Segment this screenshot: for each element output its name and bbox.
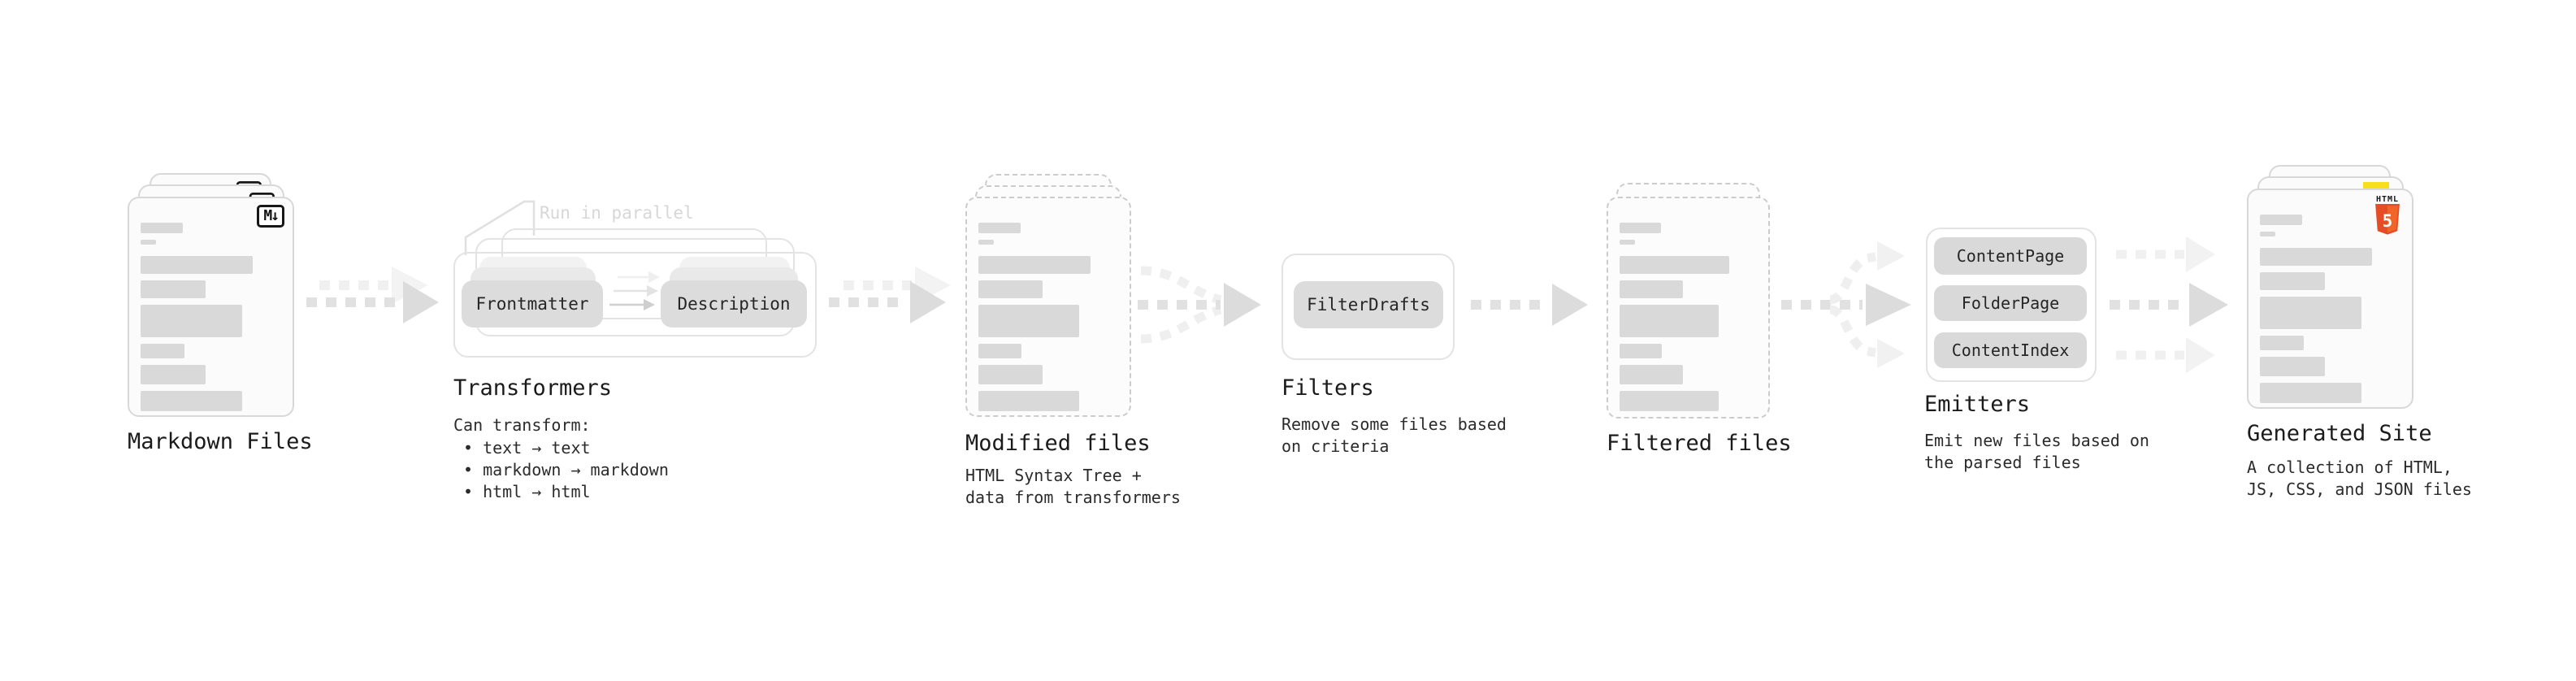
text-line-bar <box>978 240 994 245</box>
text-line-bar <box>978 305 1079 337</box>
text-line-bar <box>141 344 184 358</box>
generated-site-desc-2: JS, CSS, and JSON files <box>2247 479 2472 499</box>
contentpage-node: ContentPage <box>1934 237 2087 275</box>
doc-text-lines <box>129 198 293 415</box>
text-line-bar <box>2260 248 2373 266</box>
frontmatter-node: Frontmatter <box>462 280 603 327</box>
text-line-bar <box>2260 357 2325 376</box>
filterdrafts-label: FilterDrafts <box>1307 295 1430 314</box>
text-line-bar <box>1620 223 1661 233</box>
modified-files-group <box>965 171 1169 432</box>
description-node: Description <box>661 280 807 327</box>
text-line-bar <box>2260 272 2325 290</box>
text-line-bar <box>1620 344 1663 358</box>
folderpage-label: FolderPage <box>1961 293 2060 313</box>
filters-desc-1: Remove some files based <box>1281 414 1507 434</box>
text-line-bar <box>141 280 206 298</box>
text-line-bar <box>978 344 1022 358</box>
text-line-bar <box>978 280 1043 298</box>
text-line-bar <box>2260 383 2361 403</box>
text-line-bar <box>141 365 206 384</box>
html5-icon-label: HTML <box>2375 195 2400 204</box>
text-line-bar <box>141 256 254 274</box>
text-line-bar <box>978 365 1043 384</box>
text-line-bar <box>1620 391 1719 411</box>
text-line-bar <box>2260 215 2302 225</box>
doc-text-lines <box>1608 198 1768 417</box>
emitters-desc-1: Emit new files based on <box>1924 431 2149 450</box>
text-line-bar <box>1620 365 1683 384</box>
transformers-bullet-3: • html → html <box>463 482 591 501</box>
arrow-filters-to-filtered <box>1471 284 1588 326</box>
text-line-bar <box>141 240 157 245</box>
text-line-bar <box>2260 336 2304 350</box>
contentindex-label: ContentIndex <box>1951 340 2070 360</box>
html5-file-icon: HTML 5 <box>2373 196 2402 238</box>
text-line-bar <box>978 256 1091 274</box>
modified-files-desc-1: HTML Syntax Tree + <box>965 466 1142 485</box>
text-line-bar <box>978 391 1079 411</box>
text-line-bar <box>141 223 183 233</box>
filters-title: Filters <box>1281 375 1374 401</box>
frontmatter-label: Frontmatter <box>475 294 589 314</box>
generated-site-title: Generated Site <box>2247 421 2432 446</box>
transformer-box-front <box>453 252 817 358</box>
markdown-files-title: Markdown Files <box>128 429 313 454</box>
generated-file-card-html: HTML 5 <box>2247 189 2413 409</box>
doc-text-lines <box>2249 190 2412 407</box>
filters-box <box>1281 254 1455 360</box>
arrow-emitters-to-generated <box>2110 236 2228 373</box>
text-line-bar <box>1620 280 1683 298</box>
markdown-file-card-front: M↓ <box>128 197 294 417</box>
arrow-transformers-to-modified <box>829 267 951 323</box>
doc-text-lines <box>967 198 1130 415</box>
generated-site-desc-1: A collection of HTML, <box>2247 458 2452 477</box>
markdown-icon: M↓ <box>257 205 284 228</box>
filtered-file-card-front <box>1607 197 1770 419</box>
transformers-bullet-1: • text → text <box>463 438 591 458</box>
modified-files-title: Modified files <box>965 431 1151 456</box>
modified-file-card-front <box>965 197 1131 417</box>
transformers-title: Transformers <box>453 375 613 401</box>
description-label: Description <box>677 294 791 314</box>
filters-desc-2: on criteria <box>1281 436 1390 456</box>
text-line-bar <box>978 223 1021 233</box>
text-line-bar <box>141 391 242 411</box>
filtered-files-group <box>1607 171 1810 432</box>
generated-site-group: CSS HTML 5 <box>2247 163 2450 423</box>
markdown-files-group: M↓ M↓ M↓ <box>128 171 331 432</box>
text-line-bar <box>1620 240 1635 245</box>
text-line-bar <box>2260 297 2361 329</box>
html5-shield: 5 <box>2375 204 2400 235</box>
folderpage-node: FolderPage <box>1934 285 2087 321</box>
modified-files-desc-2: data from transformers <box>965 488 1181 507</box>
transformers-desc: Can transform: <box>453 415 591 435</box>
svg-text:5: 5 <box>2383 210 2393 231</box>
filterdrafts-node: FilterDrafts <box>1294 281 1443 328</box>
filtered-files-title: Filtered files <box>1607 431 1792 456</box>
run-in-parallel-label: Run in parallel <box>540 203 694 223</box>
emitters-desc-2: the parsed files <box>1924 453 2081 472</box>
contentindex-node: ContentIndex <box>1934 332 2087 368</box>
text-line-bar <box>141 305 242 337</box>
text-line-bar <box>1620 256 1730 274</box>
contentpage-label: ContentPage <box>1956 246 2065 266</box>
text-line-bar <box>1620 305 1719 337</box>
emitters-title: Emitters <box>1924 392 2031 417</box>
emitters-box <box>1926 228 2097 382</box>
transformers-bullet-2: • markdown → markdown <box>463 460 669 479</box>
text-line-bar <box>2260 232 2276 236</box>
